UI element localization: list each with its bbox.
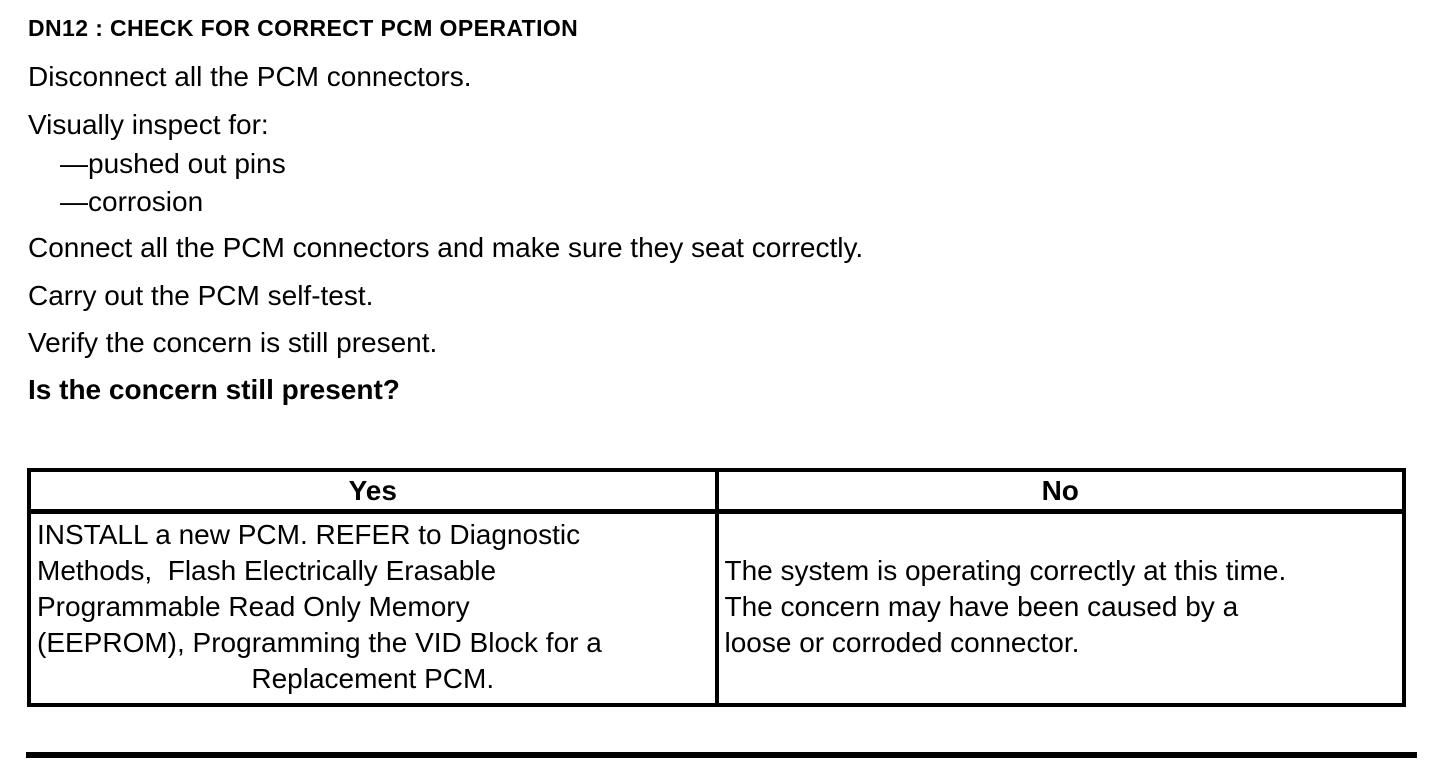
decision-table-body-row: INSTALL a new PCM. REFER to Diagnostic M… [27, 509, 1406, 707]
yes-action-line: INSTALL a new PCM. REFER to Diagnostic [37, 519, 581, 550]
inspect-item-pushed-pins: —pushed out pins [60, 148, 286, 179]
yes-action-line: Methods, Flash Electrically Erasable [37, 555, 497, 586]
decision-table: Yes No INSTALL a new PCM. REFER to Diagn… [27, 468, 1406, 707]
no-column-header: No [714, 468, 1406, 514]
yes-action-line: (EEPROM), Programming the VID Block for … [37, 627, 602, 658]
no-action-line: The concern may have been caused by a [724, 591, 1239, 622]
horizontal-divider [26, 752, 1417, 758]
instruction-paragraph-connect: Connect all the PCM connectors and make … [28, 232, 864, 263]
yes-action-cell: INSTALL a new PCM. REFER to Diagnostic M… [27, 509, 719, 707]
instruction-paragraph-verify: Verify the concern is still present. [28, 327, 438, 358]
decision-table-header-row: Yes No [27, 468, 1406, 514]
instruction-paragraph-selftest: Carry out the PCM self-test. [28, 280, 374, 311]
no-action-cell: The system is operating correctly at thi… [714, 509, 1406, 707]
no-action-line: loose or corroded connector. [724, 627, 1080, 658]
instruction-paragraph-inspect: Visually inspect for: [28, 109, 269, 140]
no-action-line: The system is operating correctly at thi… [724, 555, 1287, 586]
yes-action-line: Replacement PCM. [251, 663, 495, 694]
step-heading: DN12 : CHECK FOR CORRECT PCM OPERATION [28, 15, 579, 41]
inspect-item-corrosion: —corrosion [60, 186, 204, 217]
yes-action-line: Programmable Read Only Memory [37, 591, 470, 622]
question-text: Is the concern still present? [28, 374, 400, 405]
yes-column-header: Yes [27, 468, 719, 514]
instruction-paragraph-disconnect: Disconnect all the PCM connectors. [28, 61, 472, 92]
